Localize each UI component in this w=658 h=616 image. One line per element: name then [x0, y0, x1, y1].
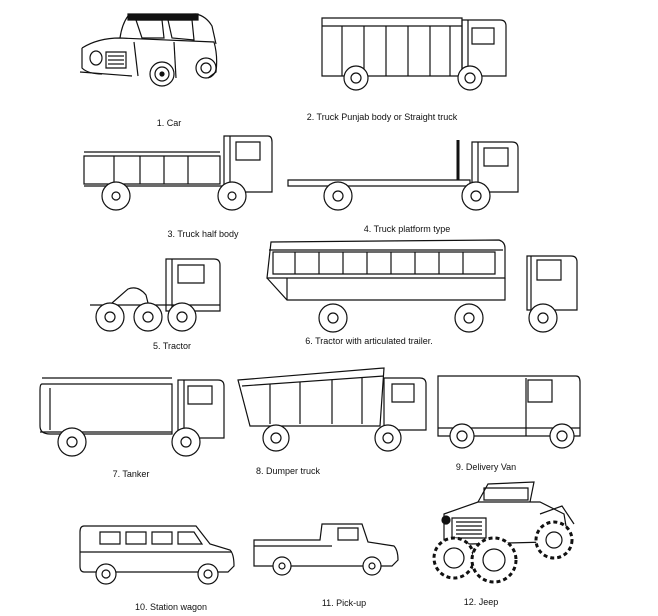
car-drawing [78, 12, 220, 102]
pick-up-drawing [252, 520, 400, 584]
platform-truck-drawing [286, 138, 522, 214]
jeep-drawing [430, 480, 578, 590]
caption-jeep: 12. Jeep [463, 597, 499, 607]
tractor-drawing [88, 255, 224, 335]
straight-truck-drawing [320, 14, 508, 94]
caption-car: 1. Car [156, 118, 182, 128]
caption-platform-truck: 4. Truck platform type [363, 224, 451, 234]
caption-tanker: 7. Tanker [112, 469, 150, 479]
half-body-truck-drawing [82, 134, 274, 214]
caption-articulated-trailer: 6. Tractor with articulated trailer. [305, 336, 433, 346]
caption-tractor: 5. Tractor [152, 341, 192, 351]
caption-half-body-truck: 3. Truck half body [167, 229, 239, 239]
tanker-drawing [38, 370, 226, 460]
dumper-truck-drawing [236, 366, 430, 454]
caption-station-wagon: 10. Station wagon [134, 602, 208, 612]
station-wagon-drawing [78, 522, 238, 588]
caption-delivery-van: 9. Delivery Van [455, 462, 517, 472]
caption-pick-up: 11. Pick-up [321, 598, 367, 608]
caption-dumper-truck: 8. Dumper truck [255, 466, 321, 476]
delivery-van-drawing [436, 372, 584, 454]
articulated-trailer-drawing [265, 238, 581, 336]
caption-straight-truck: 2. Truck Punjab body or Straight truck [306, 112, 458, 122]
